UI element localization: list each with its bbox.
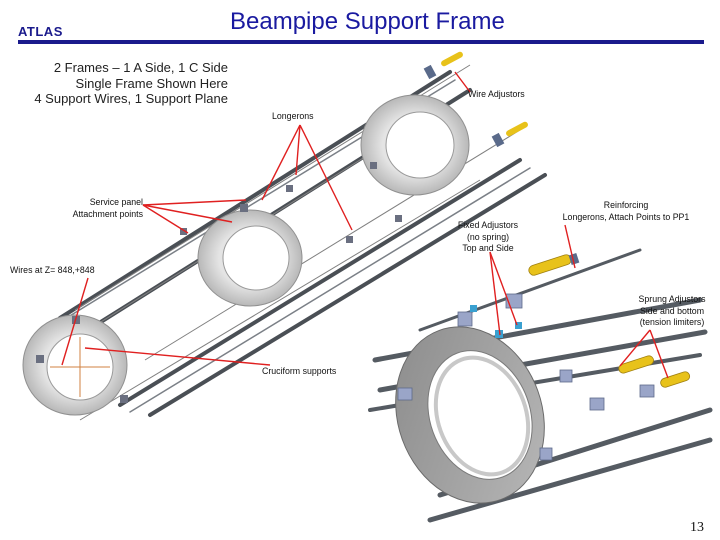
atlas-logo-text: ATLAS — [18, 24, 63, 39]
reinforcing-label-line: Longerons, Attach Points to PP1 — [562, 211, 690, 222]
callout-lines — [61, 71, 669, 379]
ring-near — [22, 314, 128, 416]
ring-middle — [197, 209, 303, 307]
cruciform-label: Cruciform supports — [262, 366, 337, 376]
description-line: Single Frame Shown Here — [75, 75, 228, 91]
detail-view — [368, 248, 713, 523]
service-panel-label: Service panel Attachment points — [20, 197, 143, 220]
description-line: 2 Frames – 1 A Side, 1 C Side — [53, 60, 228, 75]
wire-adjustors — [423, 51, 528, 148]
frame-description: 2 Frames – 1 A Side, 1 C Side Single Fra… — [10, 60, 228, 107]
wire-adjustors-label: Wire Adjustors — [468, 89, 525, 99]
service-panel-label-line: Service panel — [89, 197, 143, 207]
reinforcing-label-line: Reinforcing — [603, 200, 649, 210]
page-number: 13 — [690, 520, 704, 535]
service-panel-label-line: Attachment points — [72, 208, 143, 219]
sprung-adjustors-label-line: (tension limiters) — [639, 317, 705, 327]
fixed-adjustors-label-line: Top and Side — [462, 243, 514, 253]
title-rule — [18, 40, 704, 44]
longerons-label: Longerons — [272, 111, 314, 121]
description-line: 4 Support Wires, 1 Support Plane — [34, 91, 228, 106]
ring-far — [360, 94, 470, 196]
reinforcing-label: Reinforcing Longerons, Attach Points to … — [550, 200, 702, 223]
fixed-adjustors-label-line: (no spring) — [466, 231, 510, 242]
wires-at-z-label: Wires at Z= 848,+848 — [10, 265, 95, 275]
sprung-adjustors-label-line: Side and bottom — [639, 305, 705, 316]
page-title: Beampipe Support Frame — [230, 8, 505, 35]
sprung-adjustors-label: Sprung Adjustors Side and bottom (tensio… — [630, 294, 714, 329]
sprung-adjustors-label-line: Sprung Adjustors — [638, 294, 706, 304]
fixed-adjustors-label-line: Fixed Adjustors — [457, 220, 519, 230]
fixed-adjustors-label: Fixed Adjustors (no spring) Top and Side — [448, 220, 528, 255]
